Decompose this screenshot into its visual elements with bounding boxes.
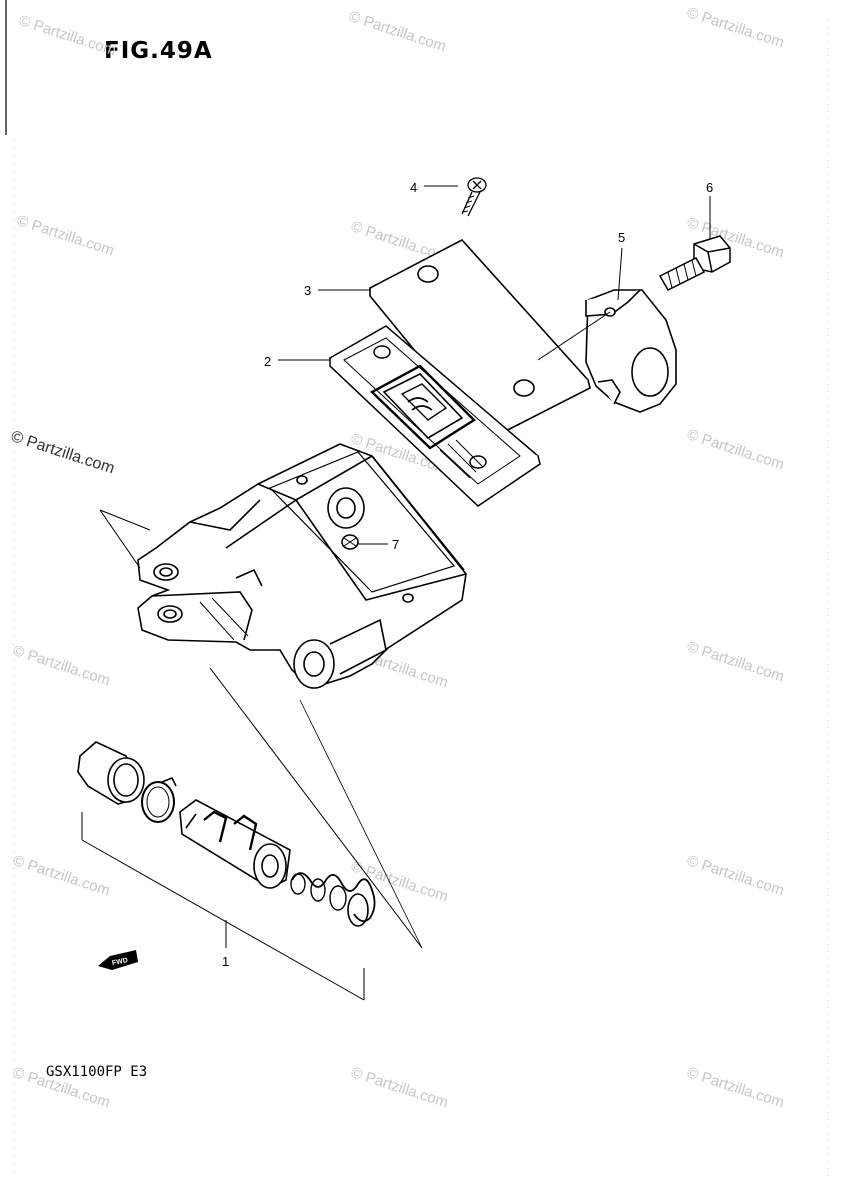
diaphragm-part-2: [328, 325, 541, 507]
front-arrow-icon: FWD: [98, 950, 138, 970]
screw-part-4: [461, 177, 487, 217]
holder-clamp-part-5: [585, 289, 677, 413]
callout-5: 5: [618, 230, 625, 245]
figure-title: FIG.49A: [104, 38, 213, 64]
piston-kit-part-1: [77, 741, 376, 927]
callout-3: 3: [304, 283, 311, 298]
master-cylinder-body: [137, 443, 467, 689]
model-code: GSX1100FP E3: [46, 1064, 148, 1080]
leader-lines: [81, 185, 711, 1001]
callout-2: 2: [264, 354, 271, 369]
callout-7: 7: [392, 537, 399, 552]
callout-6: 6: [706, 180, 713, 195]
callout-1: 1: [222, 954, 229, 969]
front-arrow-label: FWD: [112, 957, 129, 967]
bolt-part-6: [658, 235, 731, 291]
callout-4: 4: [410, 180, 417, 195]
